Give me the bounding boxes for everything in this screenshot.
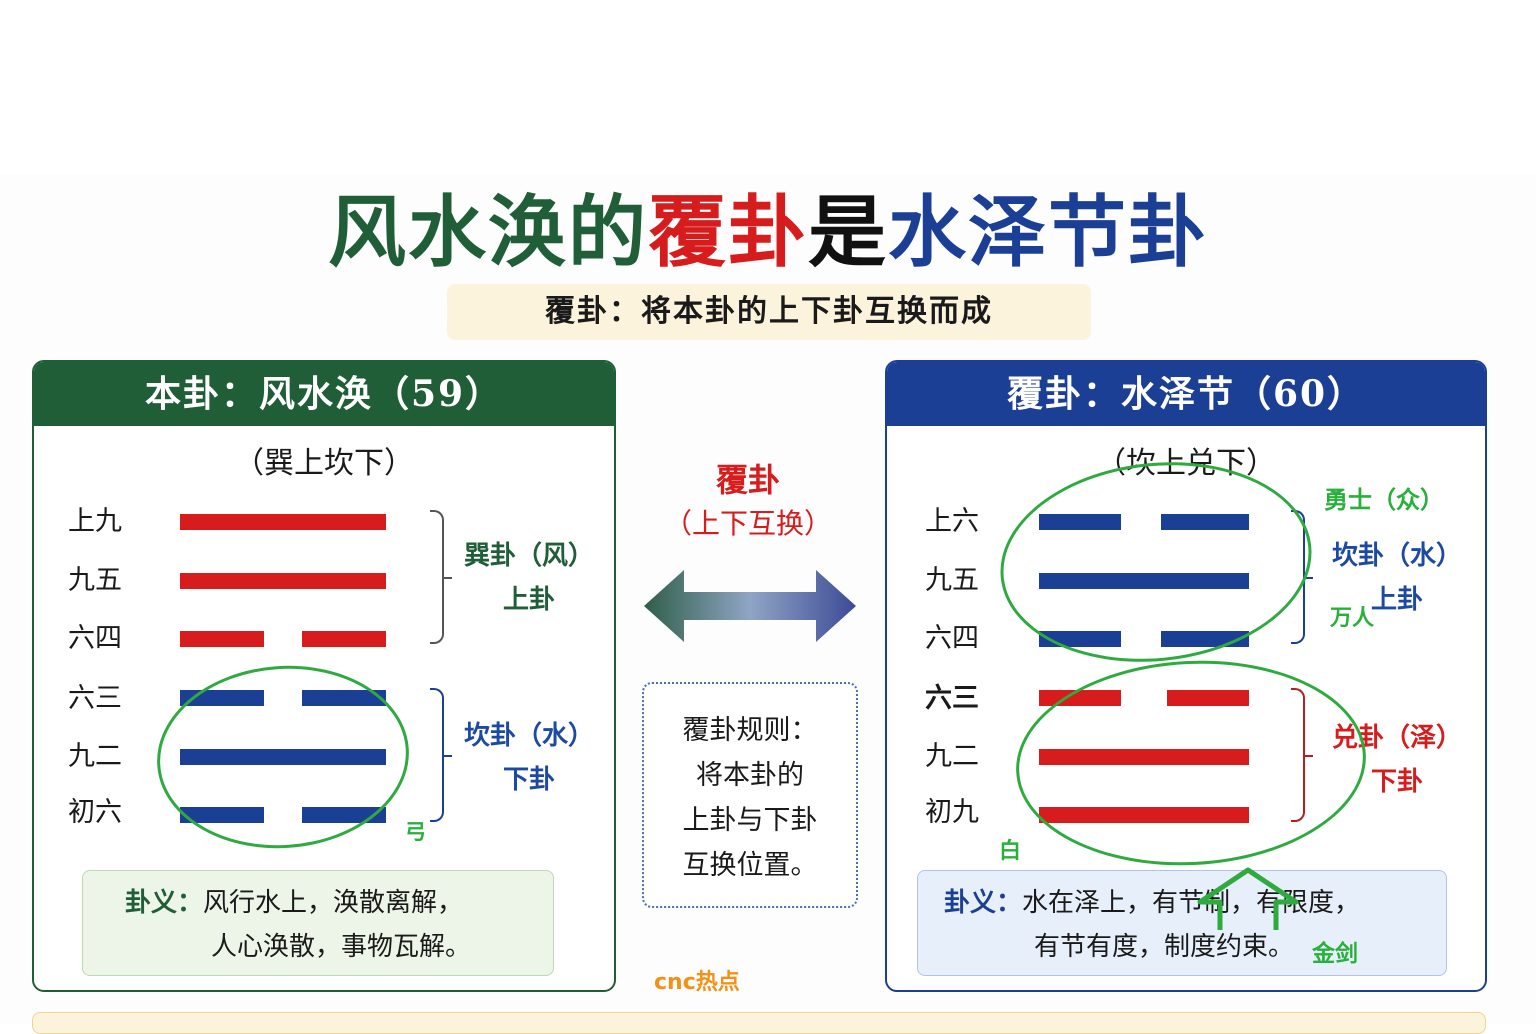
right-panel-header: 覆卦：水泽节（60） xyxy=(887,362,1485,426)
subtitle: 覆卦：将本卦的上下卦互换而成 xyxy=(447,284,1091,340)
line-label: 初六 xyxy=(68,797,122,828)
line-label: 九五 xyxy=(925,565,979,596)
lower-gua-brace xyxy=(1291,688,1313,822)
yin-line-bar-right xyxy=(302,631,386,647)
lower-gua-name: 坎卦（水） xyxy=(463,721,594,751)
meaning-label: 卦义： xyxy=(944,888,1023,918)
title-part-3: 是 xyxy=(808,187,889,278)
upper-gua-brace xyxy=(430,510,452,644)
yang-line-bar xyxy=(180,573,386,589)
main-title: 风水涣的覆卦是水泽节卦 xyxy=(0,188,1536,278)
left-panel-header: 本卦：风水涣（59） xyxy=(34,362,614,426)
lower-gua-role: 下卦 xyxy=(1370,767,1423,797)
title-part-4: 水泽节卦 xyxy=(888,187,1209,278)
line-label: 六三 xyxy=(68,683,122,714)
annotation-hero: 勇士（众） xyxy=(1324,486,1444,514)
bottom-banner-edge xyxy=(32,1012,1486,1034)
line-label: 九五 xyxy=(68,565,122,596)
yang-line-bar xyxy=(180,514,386,530)
annotation-gong: 弓 xyxy=(405,820,426,844)
yin-line-bar-left xyxy=(180,807,264,823)
line-label: 初九 xyxy=(925,797,979,828)
upper-gua-name: 坎卦（水） xyxy=(1331,541,1462,571)
double-arrow-icon xyxy=(644,570,856,642)
yin-line-bar-right xyxy=(1161,514,1249,530)
right-meaning-box: 卦义：水在泽上，有节制，有限度， 有节有度，制度约束。 xyxy=(917,870,1447,976)
line-label: 上九 xyxy=(68,506,122,537)
yin-line-bar-right xyxy=(302,690,386,706)
upper-gua-role: 上卦 xyxy=(1370,585,1423,615)
line-label: 九二 xyxy=(68,741,122,772)
line-label: 六三 xyxy=(925,683,979,714)
meaning-line-2: 有节有度，制度约束。 xyxy=(1034,932,1295,962)
center-title: 覆卦 xyxy=(715,461,780,499)
left-panel-subheader: （巽上坎下） xyxy=(234,446,414,481)
yang-line-bar xyxy=(1039,573,1249,589)
right-panel-subheader: （坎上兑下） xyxy=(1096,446,1276,481)
lower-gua-brace xyxy=(430,688,452,822)
yin-line-bar-left xyxy=(1039,690,1121,706)
line-label: 六四 xyxy=(68,623,122,654)
lower-gua-role: 下卦 xyxy=(502,765,555,795)
annotation-wanren: 万人 xyxy=(1330,606,1375,631)
meaning-label: 卦义： xyxy=(125,888,204,918)
lower-gua-name: 兑卦（泽） xyxy=(1331,723,1462,753)
annotation-bai: 白 xyxy=(999,839,1022,864)
annotation-jinjian: 金剑 xyxy=(1312,941,1358,967)
yin-line-bar-right xyxy=(302,807,386,823)
yin-line-bar-left xyxy=(180,631,264,647)
line-label: 九二 xyxy=(925,741,979,772)
center-subtitle: （上下互换） xyxy=(663,507,832,540)
yin-line-bar-left xyxy=(1039,631,1121,647)
line-label: 上六 xyxy=(925,506,979,537)
line-label: 六四 xyxy=(925,623,979,654)
watermark-text: cnc热点 xyxy=(654,970,740,995)
meaning-line-2: 人心涣散，事物瓦解。 xyxy=(211,932,472,962)
rule-line: 将本卦的 xyxy=(696,760,804,791)
yin-line-bar-left xyxy=(180,690,264,706)
title-part-2: 覆卦 xyxy=(647,187,808,278)
left-meaning-box: 卦义：风行水上，涣散离解， 人心涣散，事物瓦解。 xyxy=(82,870,554,976)
yin-line-bar-left xyxy=(1039,514,1121,530)
yin-line-bar-right xyxy=(1161,631,1249,647)
rule-line: 覆卦规则： xyxy=(682,715,818,746)
yang-line-bar xyxy=(180,749,386,765)
rule-line: 互换位置。 xyxy=(682,850,818,881)
left-panel-original-hexagram: 本卦：风水涣（59） （巽上坎下） 上九 九五 六四 六三 九二 初六 巽卦（风… xyxy=(32,360,616,992)
rule-box: 覆卦规则： 将本卦的 上卦与下卦 互换位置。 xyxy=(642,682,858,908)
title-part-1: 风水涣的 xyxy=(327,187,648,278)
yin-line-bar-right xyxy=(1167,690,1249,706)
rule-line: 上卦与下卦 xyxy=(682,805,818,836)
right-panel-overturned-hexagram: 覆卦：水泽节（60） （坎上兑下） 上六 九五 六四 六三 九二 初九 坎卦（水… xyxy=(885,360,1487,992)
yang-line-bar xyxy=(1039,749,1249,765)
meaning-line-1: 风行水上，涣散离解， xyxy=(203,888,464,918)
upper-gua-name: 巽卦（风） xyxy=(463,541,594,571)
upper-gua-brace xyxy=(1291,510,1313,644)
meaning-line-1: 水在泽上，有节制，有限度， xyxy=(1022,888,1361,918)
yang-line-bar xyxy=(1039,807,1249,823)
up-arrow-icon xyxy=(1197,867,1299,930)
upper-gua-role: 上卦 xyxy=(502,585,555,615)
